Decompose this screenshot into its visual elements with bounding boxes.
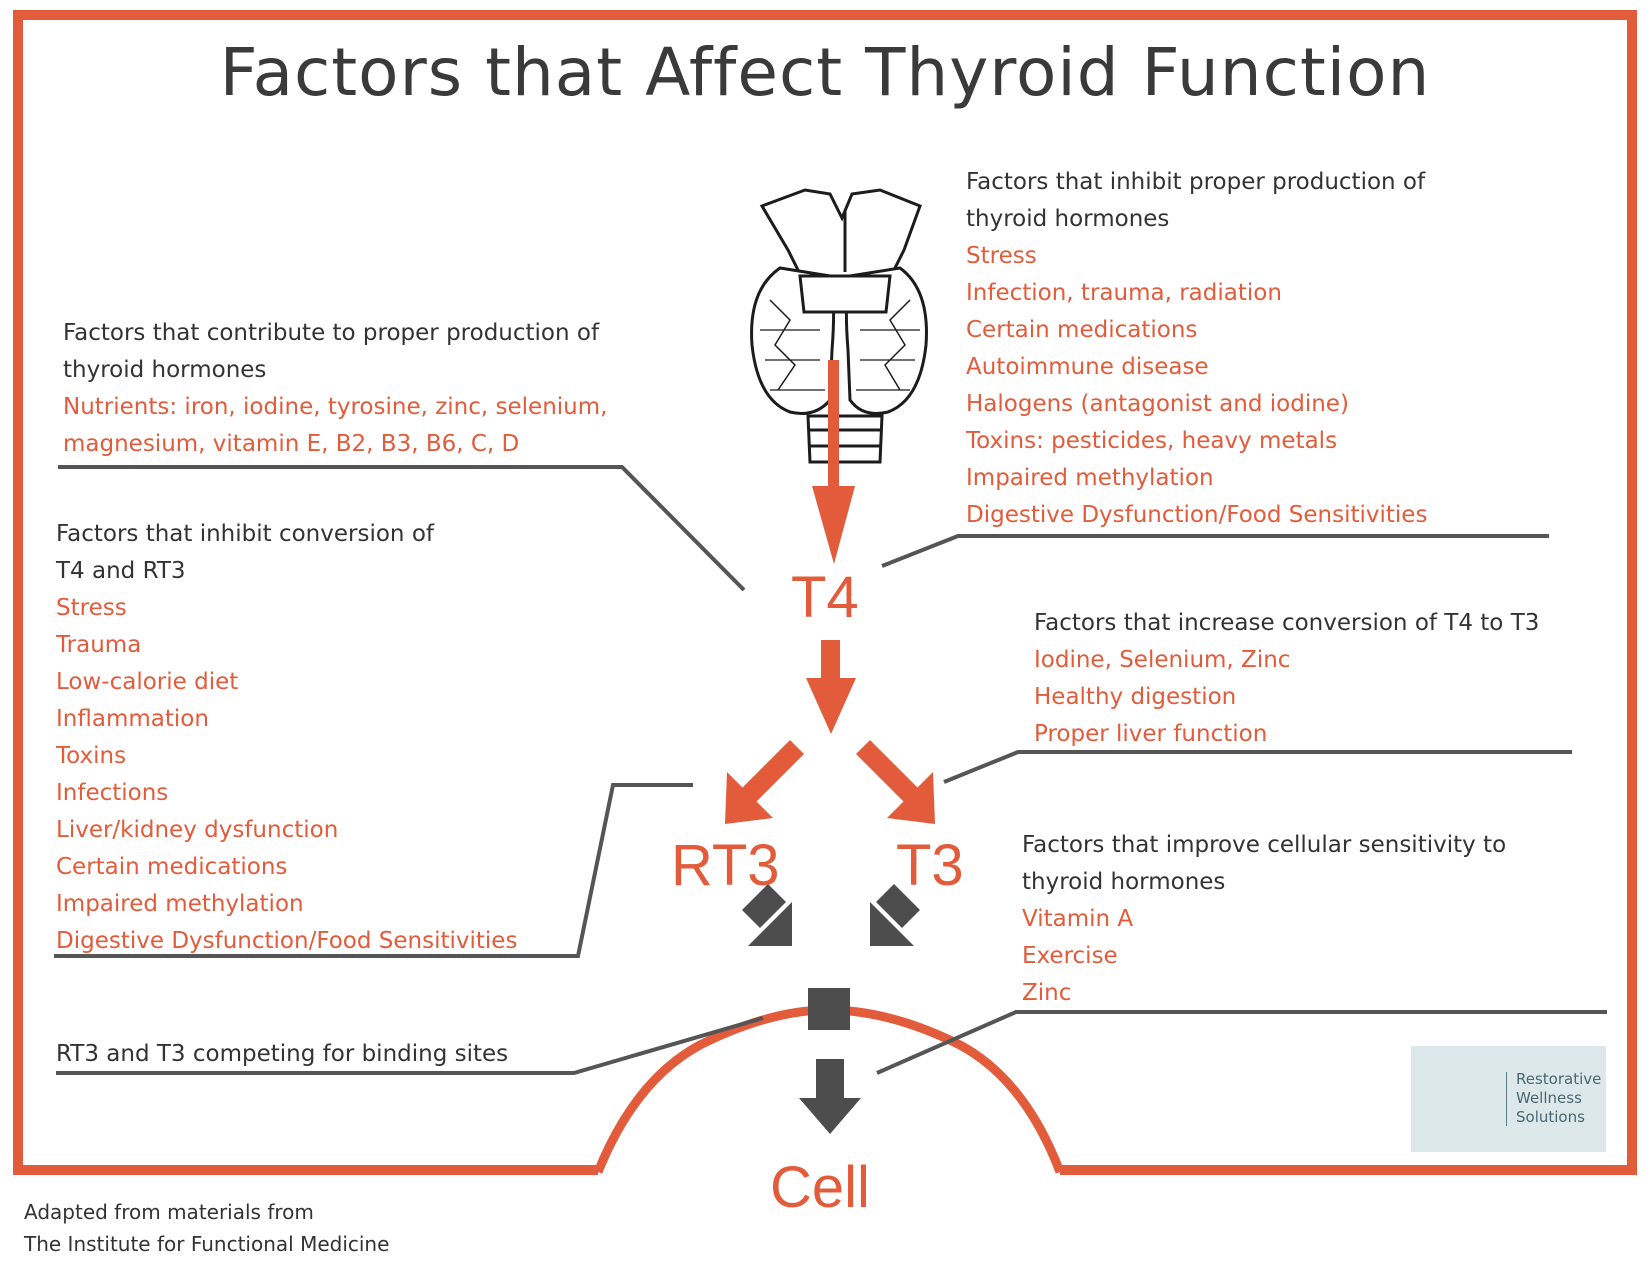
list-item: Digestive Dysfunction/Food Sensitivities (56, 928, 518, 954)
inhibit-conversion-heading: Factors that inhibit conversion of T4 an… (56, 521, 434, 584)
production-arrow (812, 360, 855, 564)
cell-label: Cell (770, 1155, 870, 1220)
list-item: Iodine, Selenium, Zinc (1034, 647, 1291, 673)
leader-contribute (58, 465, 746, 592)
list-item: Trauma (56, 632, 142, 658)
list-item: Vitamin A (1022, 906, 1134, 932)
list-item: Autoimmune disease (966, 354, 1209, 380)
source-credit: Adapted from materials from The Institut… (24, 1200, 390, 1256)
list-item: Exercise (1022, 943, 1118, 969)
logo-text: Restorative Wellness Solutions (1516, 1070, 1602, 1126)
list-item: Infection, trauma, radiation (966, 280, 1282, 306)
frame-gap (598, 1160, 1060, 1180)
logo-divider (1506, 1072, 1507, 1126)
increase-conversion-heading: Factors that increase conversion of T4 t… (1034, 610, 1540, 636)
improve-sensitivity-block: Factors that improve cellular sensitivit… (1022, 827, 1506, 1012)
list-item: Certain medications (56, 854, 288, 880)
list-item: Halogens (antagonist and iodine) (966, 391, 1349, 417)
list-item: Stress (966, 243, 1037, 269)
list-item: Toxins: pesticides, heavy metals (966, 428, 1338, 454)
competing-label: RT3 and T3 competing for binding sites (56, 1041, 509, 1067)
list-item: Toxins (56, 743, 127, 769)
cell-entry-arrow (799, 1059, 861, 1134)
increase-conversion-block: Factors that increase conversion of T4 t… (1034, 605, 1539, 753)
inhibit-production-block: Factors that inhibit proper production o… (966, 164, 1427, 534)
rt3-binding-arrow (742, 884, 792, 946)
rt3-label: RT3 (671, 833, 780, 898)
binding-site (808, 988, 850, 1030)
thyroid-gland-icon (750, 188, 928, 464)
list-item: magnesium, vitamin E, B2, B3, B6, C, D (63, 431, 520, 457)
t3-arrow (856, 740, 935, 824)
list-item: Certain medications (966, 317, 1198, 343)
leader-competing (56, 1016, 764, 1075)
t3-binding-arrow (870, 884, 920, 946)
t4-label: T4 (791, 565, 859, 630)
list-item: Stress (56, 595, 127, 621)
list-item: Proper liver function (1034, 721, 1268, 747)
list-item: Low-calorie diet (56, 669, 239, 695)
contribute-production-block: Factors that contribute to proper produc… (63, 315, 607, 463)
leader-inhibit-conversion (54, 783, 693, 958)
list-item: Infections (56, 780, 169, 806)
leader-increase-conversion (943, 750, 1572, 784)
t3-label: T3 (896, 833, 964, 898)
leader-sensitivity (876, 1010, 1607, 1075)
list-item: Digestive Dysfunction/Food Sensitivities (966, 502, 1428, 528)
improve-sensitivity-heading: Factors that improve cellular sensitivit… (1022, 832, 1507, 895)
rt3-arrow (725, 740, 804, 824)
inhibit-production-heading: Factors that inhibit proper production o… (966, 169, 1426, 232)
t4-split-arrow (806, 640, 856, 734)
list-item: Zinc (1022, 980, 1072, 1006)
inhibit-conversion-block: Factors that inhibit conversion of T4 an… (56, 516, 517, 960)
list-item: Impaired methylation (56, 891, 304, 917)
list-item: Nutrients: iron, iodine, tyrosine, zinc,… (63, 394, 608, 420)
contribute-production-heading: Factors that contribute to proper produc… (63, 320, 600, 383)
list-item: Healthy digestion (1034, 684, 1237, 710)
leader-inhibit-production (881, 534, 1549, 568)
page-title: Factors that Affect Thyroid Function (219, 34, 1431, 111)
list-item: Impaired methylation (966, 465, 1214, 491)
brand-logo: Restorative Wellness Solutions (1411, 1046, 1606, 1152)
list-item: Inflammation (56, 706, 209, 732)
list-item: Liver/kidney dysfunction (56, 817, 339, 843)
